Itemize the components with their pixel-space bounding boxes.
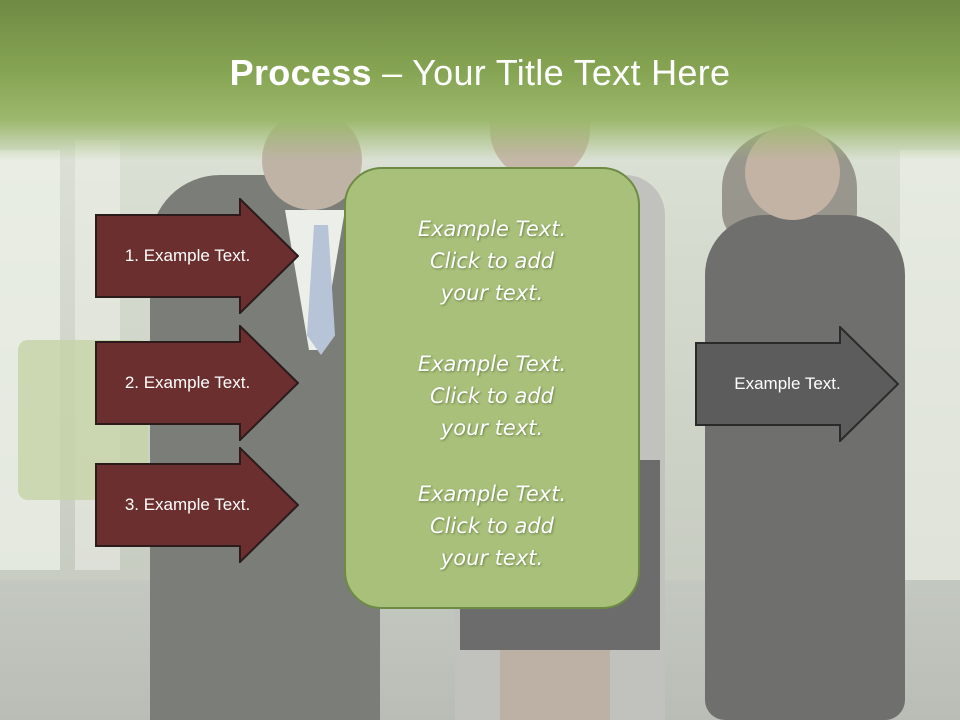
process-arrow-3[interactable]: 3. Example Text. [95, 447, 299, 563]
center-text-block-3[interactable]: Example Text. Click to add your text. [346, 478, 638, 574]
slide-title[interactable]: Process – Your Title Text Here [0, 52, 960, 94]
process-arrow-2[interactable]: 2. Example Text. [95, 325, 299, 441]
block-line: Click to add [429, 514, 554, 538]
title-band [0, 0, 960, 160]
center-text-block-2[interactable]: Example Text. Click to add your text. [346, 348, 638, 444]
output-arrow[interactable]: Example Text. [695, 326, 899, 442]
title-bold: Process [229, 52, 372, 93]
center-text-block-1[interactable]: Example Text. Click to add your text. [346, 213, 638, 309]
arrow-label: Example Text. [734, 374, 841, 393]
arrow-label: 3. Example Text. [124, 495, 251, 514]
block-line: Click to add [429, 384, 554, 408]
block-line: your text. [440, 281, 544, 305]
center-text-box[interactable]: Example Text. Click to add your text. Ex… [344, 167, 640, 609]
block-line: your text. [440, 546, 544, 570]
block-line: Example Text. [417, 352, 567, 376]
block-line: Click to add [429, 249, 554, 273]
block-line: Example Text. [417, 482, 567, 506]
title-rest: – Your Title Text Here [371, 52, 731, 93]
arrow-label: 2. Example Text. [124, 373, 251, 392]
arrow-label: 1. Example Text. [124, 246, 251, 265]
block-line: your text. [440, 416, 544, 440]
process-arrow-1[interactable]: 1. Example Text. [95, 198, 299, 314]
block-line: Example Text. [417, 217, 567, 241]
